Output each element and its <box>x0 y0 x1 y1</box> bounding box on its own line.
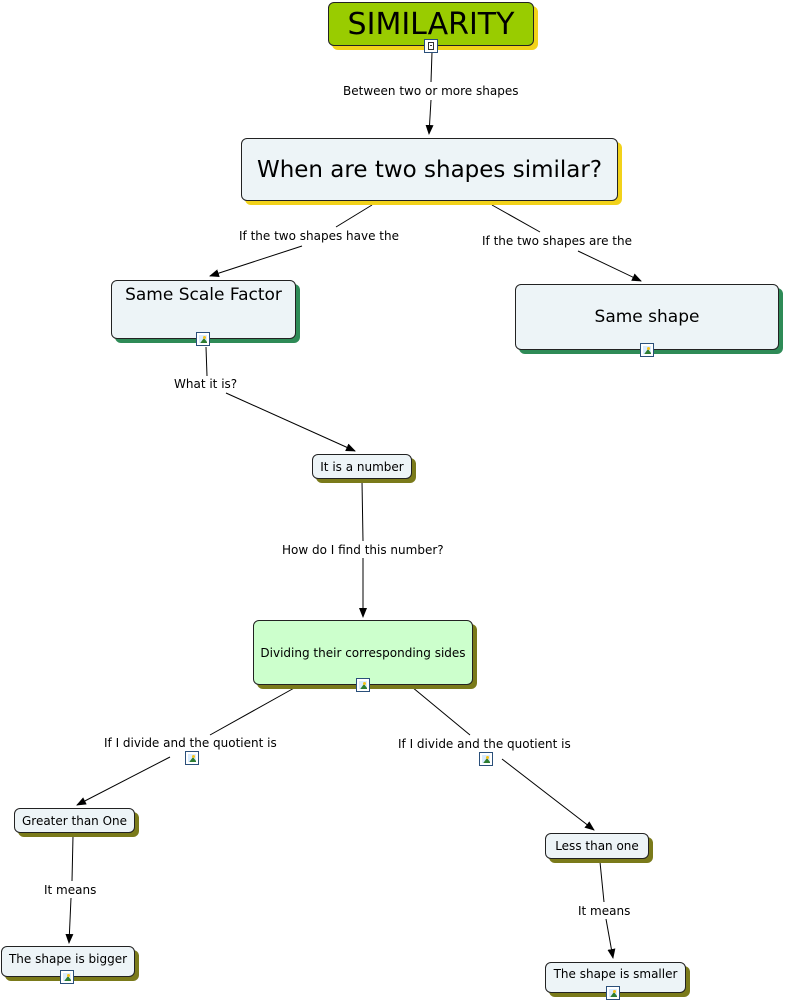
image-icon[interactable] <box>640 343 654 357</box>
document-icon[interactable] <box>424 39 438 53</box>
concept-less-label: Less than one <box>555 839 639 853</box>
image-icon[interactable] <box>60 970 74 984</box>
concept-same-shape[interactable]: Same shape <box>515 284 779 350</box>
concept-similarity-label: SIMILARITY <box>347 6 515 42</box>
image-icon[interactable] <box>479 752 493 766</box>
link-label-between: Between two or more shapes <box>341 84 521 99</box>
image-icon[interactable] <box>196 332 210 346</box>
concept-same-shape-label: Same shape <box>594 307 700 327</box>
concept-scale-factor[interactable]: Same Scale Factor <box>111 280 296 339</box>
concept-number[interactable]: It is a number <box>312 454 412 479</box>
link-label-divide-right: If I divide and the quotient is <box>396 737 573 752</box>
link-label-means-right: It means <box>576 904 633 919</box>
concept-scale-factor-label: Same Scale Factor <box>125 285 282 305</box>
image-icon[interactable] <box>185 751 199 765</box>
link-label-how-find: How do I find this number? <box>280 543 446 558</box>
concept-greater-label: Greater than One <box>21 813 128 828</box>
link-label-what-it-is: What it is? <box>172 377 240 392</box>
concept-bigger-label: The shape is bigger <box>8 952 128 966</box>
concept-smaller-label: The shape is smaller <box>553 967 678 981</box>
concept-greater[interactable]: Greater than One <box>14 808 135 833</box>
link-label-are-the: If the two shapes are the <box>480 234 634 249</box>
concept-dividing[interactable]: Dividing their corresponding sides <box>253 620 473 685</box>
link-label-have-the: If the two shapes have the <box>237 229 401 244</box>
image-icon[interactable] <box>606 986 620 1000</box>
concept-question[interactable]: When are two shapes similar? <box>241 138 618 201</box>
concept-number-label: It is a number <box>320 459 404 474</box>
image-icon[interactable] <box>356 678 370 692</box>
concept-dividing-label: Dividing their corresponding sides <box>260 645 466 660</box>
concept-question-label: When are two shapes similar? <box>256 156 603 183</box>
concept-less[interactable]: Less than one <box>545 833 649 859</box>
link-label-divide-left: If I divide and the quotient is <box>102 736 279 751</box>
link-label-means-left: It means <box>42 883 99 898</box>
